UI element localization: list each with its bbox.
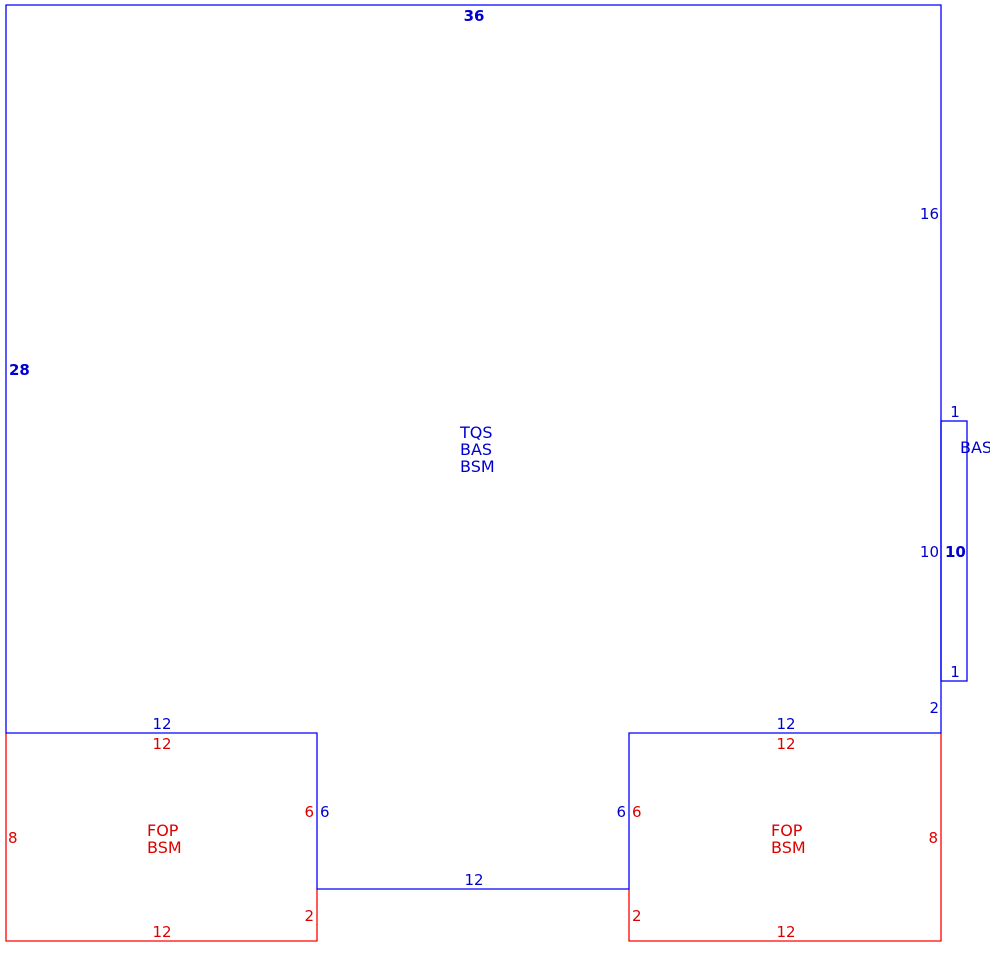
bump-dim-bottom: 1 [950, 663, 960, 681]
right-porch-area-code-2: BSM [771, 838, 806, 857]
main-dim-notch-left: 6 [320, 803, 330, 821]
main-dim-right-upper: 16 [920, 205, 939, 223]
right-porch-outline [628, 733, 942, 942]
left-porch-area-code-2: BSM [147, 838, 182, 857]
main-area-code-1: TQS [459, 423, 493, 442]
main-dim-notch-bottom: 12 [464, 871, 483, 889]
left-porch-dim-left: 8 [8, 829, 18, 847]
bump-dim-right: 10 [945, 543, 966, 561]
bump-dim-left: 10 [920, 543, 939, 561]
left-porch-dim-right-lower: 2 [304, 907, 314, 925]
main-area-code-3: BSM [460, 457, 495, 476]
main-dim-left: 28 [9, 361, 30, 379]
main-dim-bottom-right: 12 [776, 715, 795, 733]
right-porch-dim-top: 12 [776, 735, 795, 753]
right-porch-dim-right: 8 [928, 829, 938, 847]
main-dim-right-lower: 2 [929, 699, 939, 717]
main-structure-outline [5, 4, 942, 890]
main-area-code-2: BAS [460, 440, 492, 459]
right-porch-area-code-1: FOP [771, 821, 803, 840]
left-porch-dim-right-upper: 6 [304, 803, 314, 821]
bump-dim-top: 1 [950, 403, 960, 421]
right-porch-dim-left-upper: 6 [632, 803, 642, 821]
main-dim-notch-right: 6 [616, 803, 626, 821]
left-porch-dim-bottom: 12 [152, 923, 171, 941]
bump-out-outline [940, 420, 968, 682]
left-porch-dim-top: 12 [152, 735, 171, 753]
right-porch-dim-bottom: 12 [776, 923, 795, 941]
bump-area-code: BAS [960, 438, 990, 457]
right-porch-dim-left-lower: 2 [632, 907, 642, 925]
main-dim-top: 36 [464, 7, 485, 25]
main-dim-bottom-left: 12 [152, 715, 171, 733]
left-porch-area-code-1: FOP [147, 821, 179, 840]
left-porch-outline [5, 733, 318, 942]
